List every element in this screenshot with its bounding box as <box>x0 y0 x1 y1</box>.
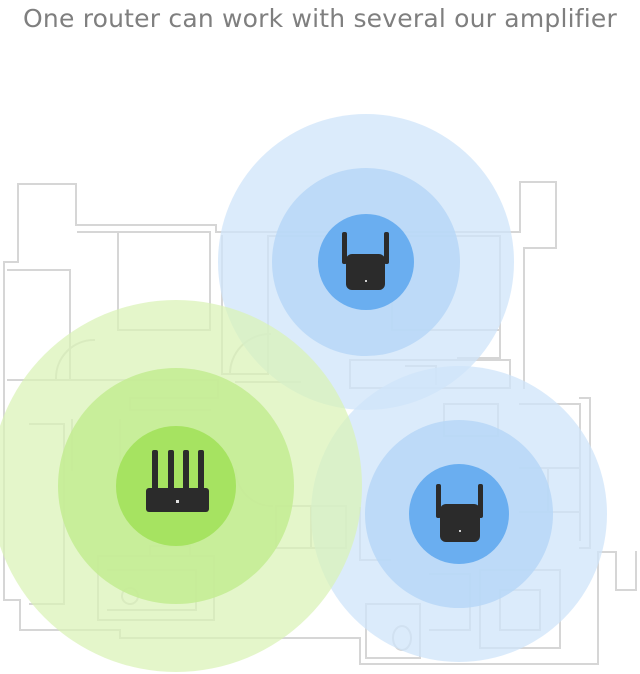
amplifier-icon <box>342 232 389 290</box>
headline: One router can work with several our amp… <box>23 4 617 33</box>
router-core <box>116 426 236 546</box>
amplifier-icon <box>436 484 483 542</box>
router-icon <box>146 450 209 512</box>
